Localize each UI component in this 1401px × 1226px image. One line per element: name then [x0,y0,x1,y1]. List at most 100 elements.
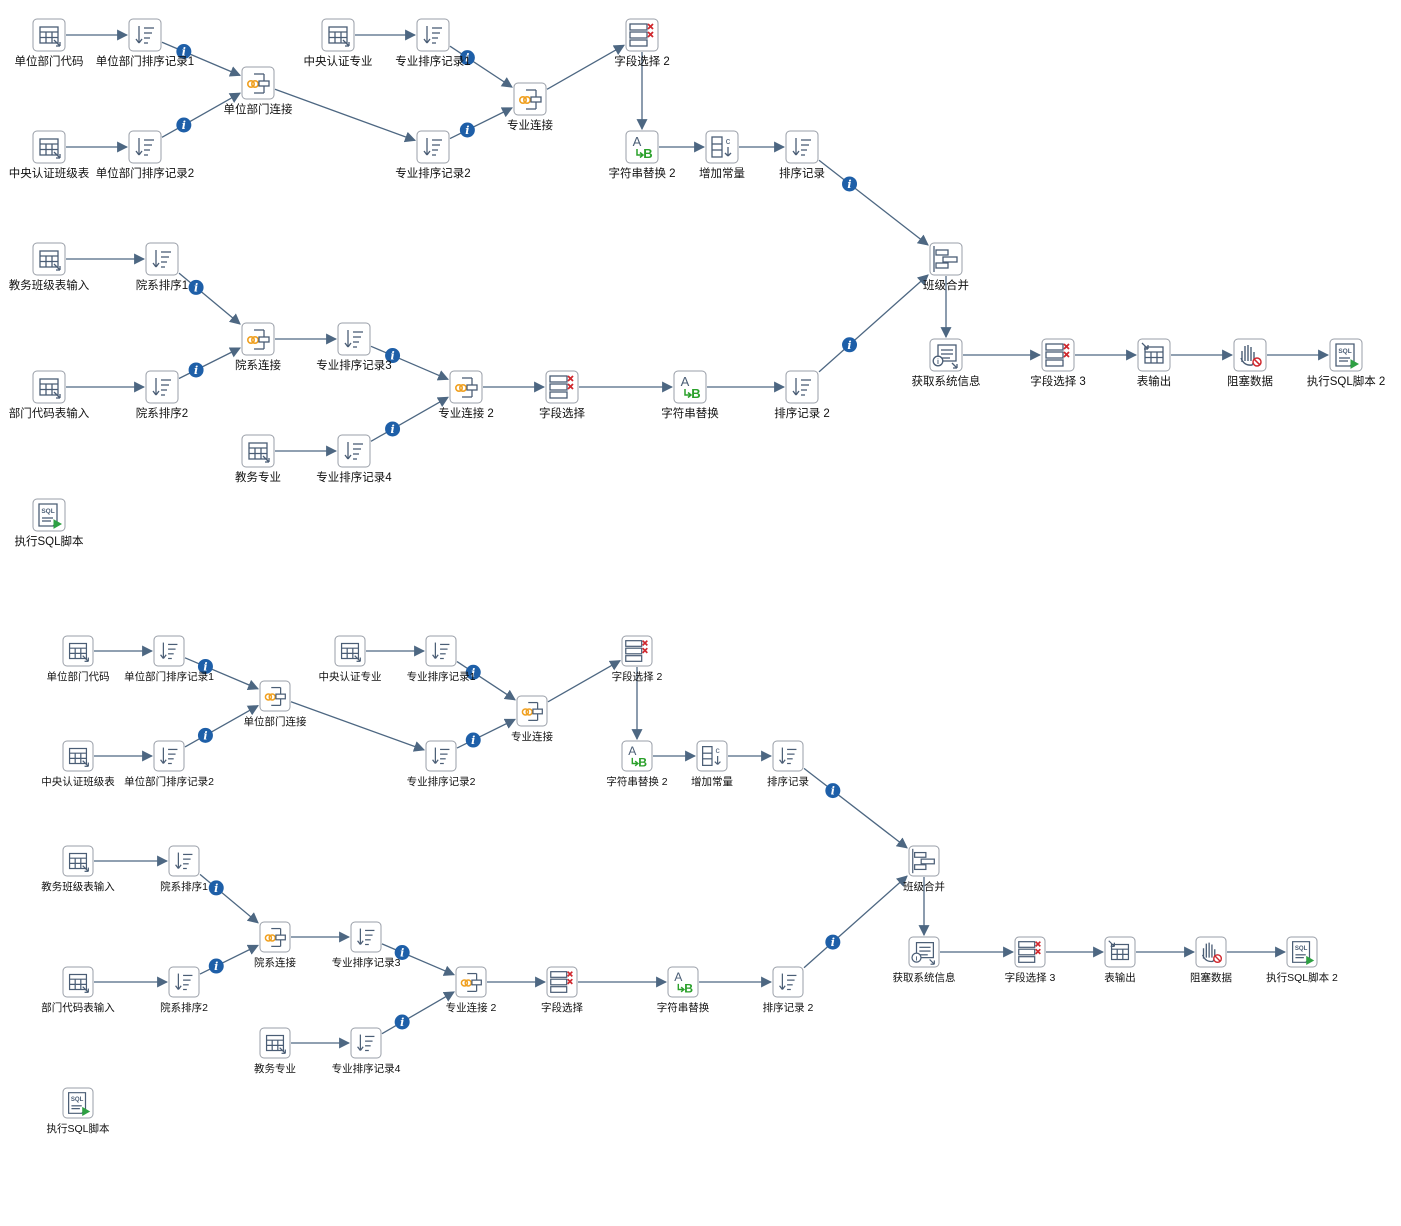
step-node-b8[interactable]: 专业排序记录4 [316,434,392,484]
step-node-b5[interactable]: 院系连接 [235,322,281,372]
step-node-c3[interactable]: 表输出 [1104,936,1136,984]
info-icon[interactable]: i [197,727,213,743]
step-node-c4[interactable]: 阻塞数据 [1227,338,1273,388]
step-node-b3[interactable]: 部门代码表输入 [41,966,115,1014]
info-icon[interactable]: i [208,958,224,974]
info-icon[interactable]: i [176,117,192,133]
step-node-b1[interactable]: 教务班级表输入 [9,242,90,292]
info-icon[interactable]: i [385,421,401,437]
step-box[interactable] [416,130,450,164]
step-node-b8[interactable]: 专业排序记录4 [332,1027,401,1075]
hop-b6-to-b9[interactable] [370,345,450,381]
info-icon[interactable]: i [842,337,858,353]
step-box[interactable] [128,18,162,52]
hop-b2-to-b5[interactable] [178,272,241,325]
step-node-a7[interactable]: 专业排序记录1 [407,635,476,683]
step-node-b9[interactable]: 专业连接 2 [438,370,494,420]
step-box[interactable] [350,1027,382,1059]
step-node-a13[interactable]: 排序记录 [779,130,825,180]
step-node-c3[interactable]: 表输出 [1137,338,1172,388]
step-node-b12[interactable]: 排序记录 2 [763,966,814,1014]
step-node-a6[interactable]: 中央认证专业 [304,18,373,68]
step-node-b6[interactable]: 专业排序记录3 [316,322,392,372]
hop-b12-to-a14[interactable] [818,274,929,373]
info-icon[interactable]: i [825,783,841,799]
step-box[interactable] [168,845,200,877]
hop-a9-to-a10[interactable] [546,44,625,90]
info-icon[interactable]: i [394,944,410,960]
info-icon[interactable]: i [465,732,481,748]
step-box[interactable] [62,845,94,877]
step-node-c2[interactable]: 字段选择 3 [1030,338,1086,388]
info-icon[interactable]: i [465,664,481,680]
step-box[interactable] [337,322,371,356]
step-node-c2[interactable]: 字段选择 3 [1005,936,1056,984]
info-icon[interactable]: i [459,50,475,66]
info-icon[interactable]: i [459,122,475,138]
hop-b6-to-b9[interactable] [381,943,456,976]
step-box[interactable] [785,370,819,404]
step-box[interactable] [908,845,940,877]
step-node-c4[interactable]: 阻塞数据 [1190,936,1232,984]
step-box[interactable] [772,740,804,772]
step-node-b10[interactable]: 字段选择 [539,370,585,420]
step-node-a5[interactable]: 单位部门连接 [244,680,307,728]
hop-a2-to-a5[interactable] [161,41,242,77]
step-node-a14[interactable]: 班级合并 [903,845,945,893]
step-box[interactable] [32,130,66,164]
step-box[interactable] [62,966,94,998]
step-box[interactable] [334,635,366,667]
step-box[interactable] [32,370,66,404]
hop-b4-to-b5[interactable] [178,347,241,380]
step-node-a13[interactable]: 排序记录 [767,740,809,788]
step-box[interactable] [32,18,66,52]
hop-a13-to-a14[interactable] [803,767,908,849]
hop-a4-to-a5[interactable] [184,705,259,748]
step-box[interactable] [321,18,355,52]
step-box[interactable] [625,130,659,164]
step-node-a10[interactable]: 字段选择 2 [612,635,663,683]
step-node-a9[interactable]: 专业连接 [507,82,553,132]
hop-b2-to-b5[interactable] [199,873,259,924]
hop-a5-to-a8[interactable] [290,701,426,752]
step-box[interactable] [1233,338,1267,372]
info-icon[interactable]: i [197,658,213,674]
step-node-a1[interactable]: 单位部门代码 [47,635,110,683]
info-icon[interactable]: i [208,880,224,896]
hop-a2-to-a5[interactable] [184,657,260,690]
step-node-b7[interactable]: 教务专业 [235,434,281,484]
step-node-b4[interactable]: 院系排序2 [160,966,208,1014]
hop-b4-to-b5[interactable] [199,944,259,975]
step-box[interactable] [153,635,185,667]
step-box[interactable] [62,740,94,772]
hop-a8-to-a9[interactable] [456,718,516,749]
hop-b8-to-b9[interactable] [370,396,449,442]
step-box[interactable] [32,242,66,276]
step-box[interactable] [350,921,382,953]
step-node-b6[interactable]: 专业排序记录3 [332,921,401,969]
step-node-a9[interactable]: 专业连接 [511,695,553,743]
step-box[interactable] [145,242,179,276]
step-box[interactable] [425,635,457,667]
step-node-a2[interactable]: 单位部门排序记录1 [124,635,214,683]
hop-a7-to-a9[interactable] [449,45,513,88]
step-box[interactable] [621,740,653,772]
step-box[interactable] [128,130,162,164]
hop-b8-to-b9[interactable] [381,991,455,1035]
hop-a5-to-a8[interactable] [274,88,417,143]
hop-a13-to-a14[interactable] [818,159,929,246]
step-box[interactable] [259,1027,291,1059]
step-box[interactable] [673,370,707,404]
hop-b12-to-a14[interactable] [803,875,908,969]
hop-a7-to-a9[interactable] [456,661,516,701]
step-node-a7[interactable]: 专业排序记录1 [395,18,471,68]
